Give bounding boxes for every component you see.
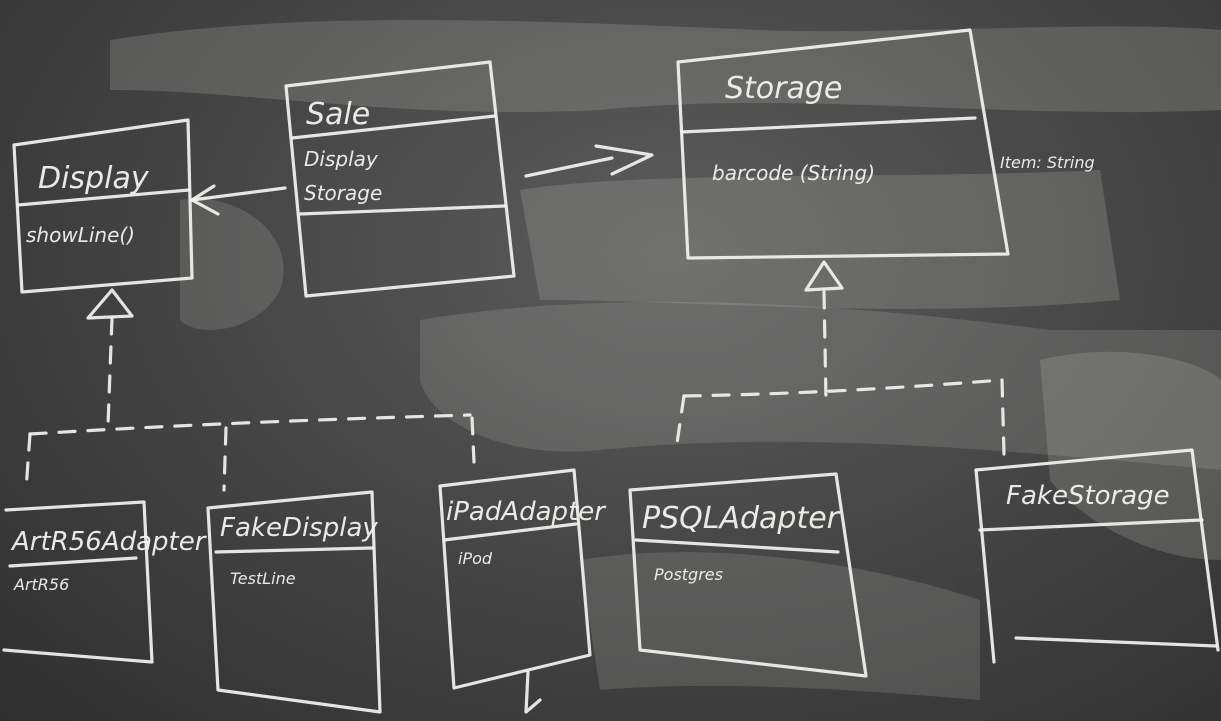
class-name-sale: Sale [306, 97, 370, 132]
member-barcode: barcode (String) [712, 161, 875, 185]
class-divider [16, 188, 191, 207]
class-box-bottom [1014, 636, 1218, 648]
class-box-fake-storage [974, 448, 1220, 652]
class-divider [978, 518, 1204, 532]
class-box-storage [676, 28, 1010, 260]
association-sale-display [190, 184, 287, 216]
class-storage: Storage barcode (String) Item: String [676, 28, 1095, 260]
dashed-branch [222, 426, 228, 492]
tail-mark [524, 670, 542, 714]
member-ipod: iPod [458, 549, 493, 568]
class-name-storage: Storage [725, 71, 842, 106]
class-name-fake-storage: FakeStorage [1006, 481, 1170, 511]
class-name-psql-adapter: PSQLAdapter [642, 501, 841, 536]
dashed-branch [24, 432, 32, 492]
dashed-stem [822, 290, 828, 402]
member-artr56: ArtR56 [13, 575, 69, 594]
realization-triangle [86, 288, 134, 320]
member-item: Item: String [1000, 153, 1095, 172]
class-name-artr56-adapter: ArtR56Adapter [10, 527, 208, 557]
association-sale-storage [524, 144, 654, 178]
dashed-branch [1000, 378, 1006, 457]
dashed-branch [674, 394, 686, 452]
class-divider [214, 546, 374, 554]
class-box-sale [284, 60, 516, 298]
dashed-trunk [28, 413, 472, 436]
realization-to-display [24, 288, 476, 492]
class-artr56-adapter: ArtR56Adapter ArtR56 [2, 500, 208, 664]
class-fake-display: FakeDisplay TestLine [206, 490, 382, 714]
class-name-fake-display: FakeDisplay [220, 513, 378, 543]
dashed-stem [106, 316, 114, 427]
dashed-branch [470, 416, 476, 464]
realization-triangle [804, 260, 844, 292]
class-divider [8, 556, 138, 568]
class-box-side [974, 468, 996, 664]
class-divider [298, 204, 507, 216]
class-box-ipad-adapter [438, 468, 592, 690]
class-box-display [12, 118, 194, 294]
association-line [190, 186, 287, 202]
class-box-fake-display [206, 490, 382, 714]
class-divider [680, 116, 977, 134]
class-sale: Sale Display Storage [284, 60, 516, 298]
class-box-artr56-adapter [2, 500, 154, 664]
class-name-display: Display [38, 161, 150, 196]
member-storage: Storage [304, 181, 382, 205]
class-divider [634, 538, 840, 554]
class-divider [442, 522, 578, 542]
class-display: Display showLine() [12, 118, 194, 294]
realization-to-storage [674, 260, 1006, 457]
class-fake-storage: FakeStorage [974, 448, 1220, 664]
dashed-trunk [682, 378, 1004, 398]
member-postgres: Postgres [654, 565, 723, 584]
class-box-psql-adapter [628, 472, 868, 678]
class-ipad-adapter: iPadAdapter iPod [438, 468, 607, 714]
arrowhead-open [594, 144, 654, 176]
association-line [524, 156, 614, 178]
class-psql-adapter: PSQLAdapter Postgres [628, 472, 868, 678]
arrowhead-open [190, 184, 220, 216]
member-showline: showLine() [26, 223, 135, 247]
class-divider [290, 114, 497, 140]
class-name-ipad-adapter: iPadAdapter [446, 497, 607, 527]
eraser-smudges [110, 20, 1221, 700]
member-testline: TestLine [230, 569, 296, 588]
member-display: Display [304, 147, 379, 171]
